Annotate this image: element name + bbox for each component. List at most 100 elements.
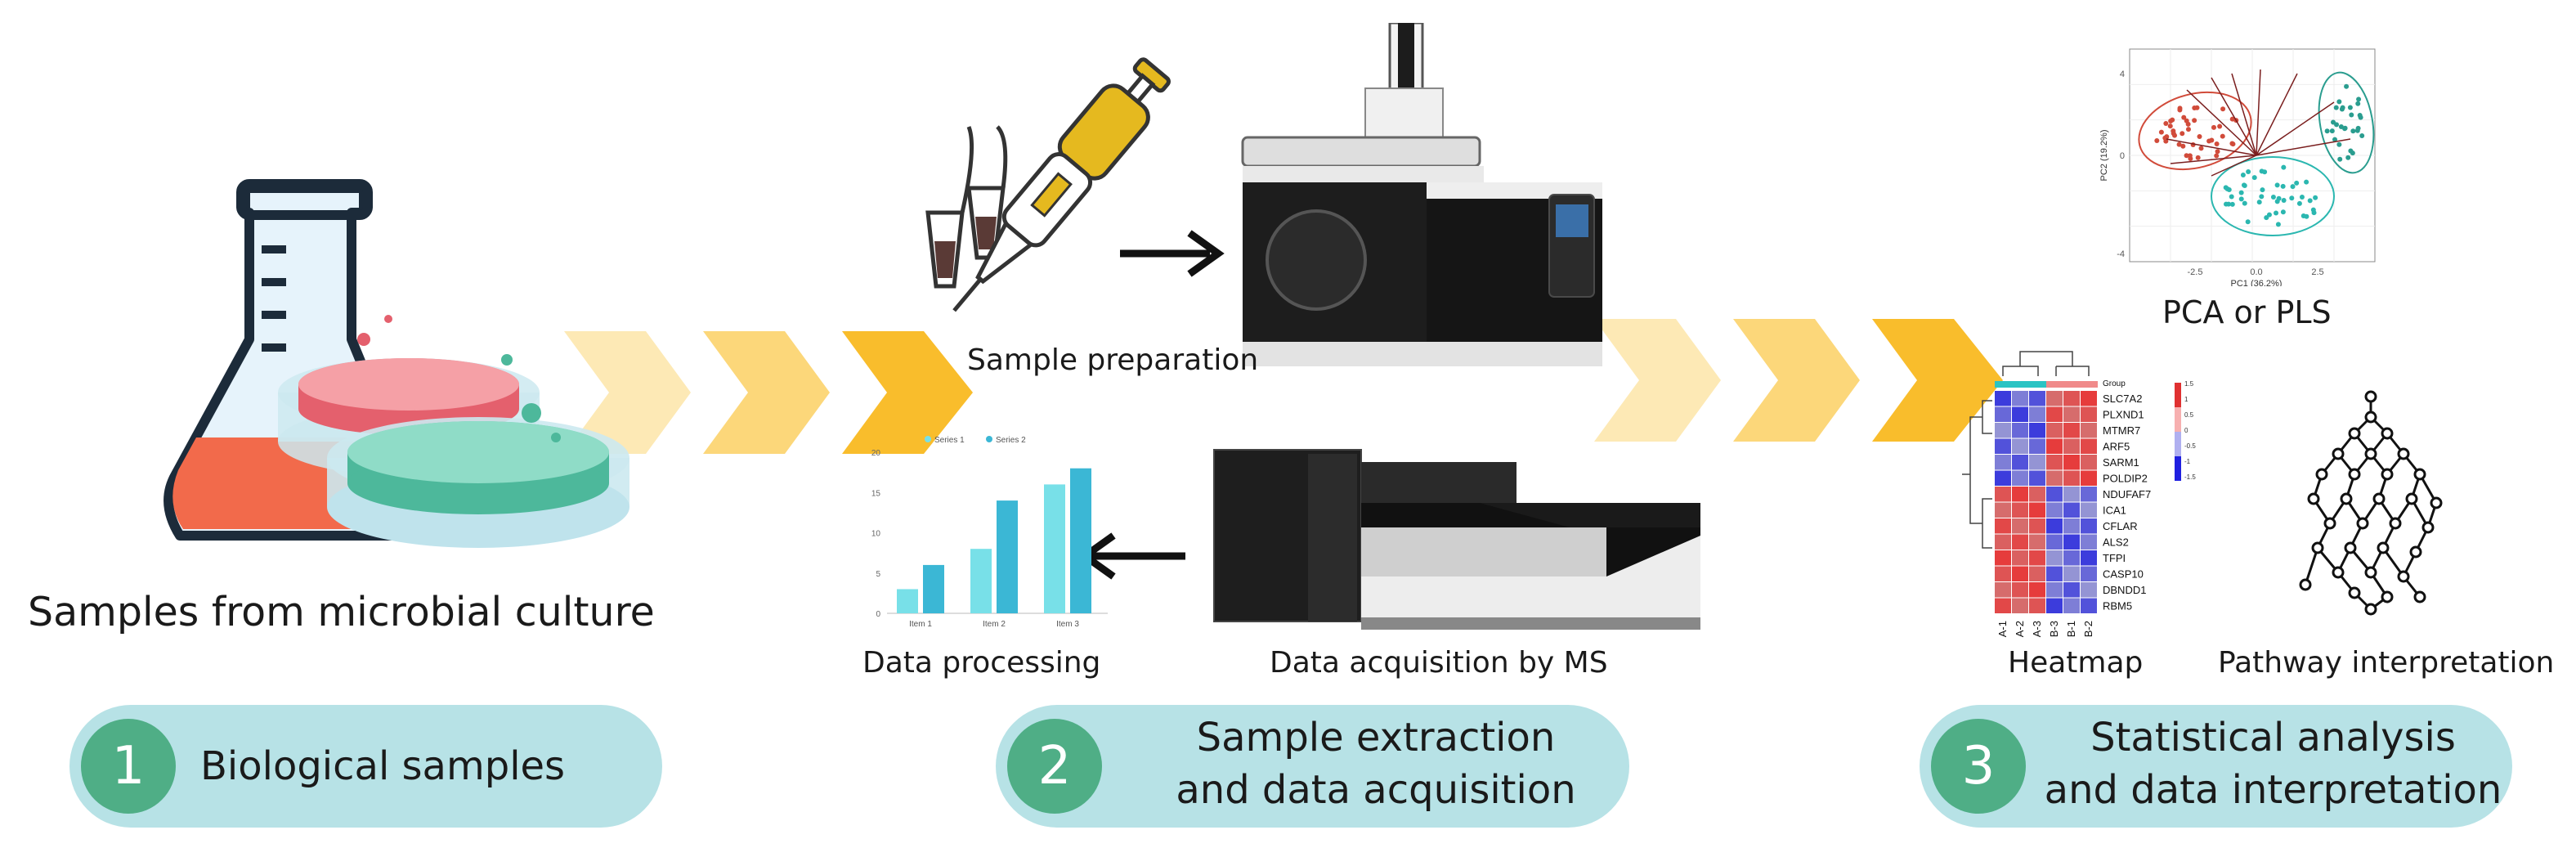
sample-label: B-1 xyxy=(2065,621,2077,637)
heatmap-cell xyxy=(2081,470,2097,486)
heatmap-cell xyxy=(2063,550,2080,566)
scatter-point xyxy=(2355,101,2361,106)
sample-label: A-3 xyxy=(2031,621,2043,637)
pathway-node xyxy=(2430,496,2443,509)
scatter-point xyxy=(2333,105,2339,110)
scatter-point xyxy=(2188,156,2193,162)
scatter-point xyxy=(2176,141,2182,147)
heatmap-cell xyxy=(2029,455,2045,470)
scatter-point xyxy=(2163,120,2169,126)
heatmap-cell xyxy=(2012,406,2028,422)
scatter-point xyxy=(2238,190,2244,195)
scatter-point xyxy=(2195,155,2201,160)
color-scale-step xyxy=(2175,461,2181,466)
loading-arrow xyxy=(2211,77,2257,156)
heatmap-cell xyxy=(2046,455,2063,470)
step-title: Sample extraction and data acquisition xyxy=(1176,715,1576,813)
label-heatmap: Heatmap xyxy=(2008,646,2144,680)
pathway-node xyxy=(2397,447,2410,460)
group-bar xyxy=(2046,381,2063,388)
scatter-point xyxy=(2180,131,2185,137)
label-data-acquisition: Data acquisition by MS xyxy=(1270,646,1608,680)
group-bar xyxy=(2063,381,2081,388)
x-tick-label: 2.5 xyxy=(2311,267,2323,277)
x-tick-label: Item 1 xyxy=(909,620,932,629)
pathway-node xyxy=(2364,566,2377,579)
chevron xyxy=(1594,319,1721,442)
y-tick-label: 0 xyxy=(876,610,880,619)
pathway-node xyxy=(2299,578,2312,591)
heatmap-cell xyxy=(2046,582,2063,598)
pathway-node xyxy=(2405,492,2418,505)
pathway-node xyxy=(2356,517,2369,530)
heatmap-cell xyxy=(2063,534,2080,550)
loading-arrow xyxy=(2170,155,2257,164)
chevron xyxy=(1733,319,1860,442)
scatter-point xyxy=(2184,118,2189,123)
label-sample-prep: Sample preparation xyxy=(967,343,1259,377)
pathway-node xyxy=(2377,541,2390,554)
heatmap-cell xyxy=(2081,550,2097,566)
step-number-badge: 1 xyxy=(81,719,176,814)
heatmap: GroupSLC7A2PLXND1MTMR7ARF5SARM1POLDIP2ND… xyxy=(1962,351,2196,637)
pathway-node xyxy=(2389,517,2402,530)
color-scale-step xyxy=(2175,442,2181,446)
step-pill-1: 1 Biological samples xyxy=(69,705,662,828)
gene-label: NDUFAF7 xyxy=(2103,488,2151,500)
heatmap-cell xyxy=(1995,438,2011,454)
scatter-point xyxy=(2270,194,2276,200)
x-tick-label: Item 2 xyxy=(983,620,1006,629)
scatter-point xyxy=(2336,141,2342,147)
heatmap-cell xyxy=(2012,518,2028,534)
color-scale-step xyxy=(2175,427,2181,432)
heatmap-cell xyxy=(2012,502,2028,518)
y-tick-label: 20 xyxy=(871,449,881,458)
heatmap-cell xyxy=(2029,438,2045,454)
sample-label: A-2 xyxy=(2014,621,2026,637)
color-scale-tick: 0.5 xyxy=(2184,411,2194,419)
scatter-point xyxy=(2215,149,2220,155)
bar xyxy=(970,549,992,613)
color-scale-step xyxy=(2175,407,2181,412)
loading-arrow xyxy=(2231,73,2257,156)
scatter-point xyxy=(2223,201,2229,207)
scatter-point xyxy=(2167,123,2173,129)
pathway-edge xyxy=(2304,547,2319,586)
heatmap-cell xyxy=(2012,582,2028,598)
scatter-point xyxy=(2198,146,2204,151)
bar xyxy=(1070,468,1091,613)
scatter-point xyxy=(2241,182,2247,188)
pathway-node xyxy=(2364,390,2377,403)
pathway-node xyxy=(2409,545,2422,559)
label-data-processing: Data processing xyxy=(862,646,1101,680)
pathway-node xyxy=(2381,427,2394,440)
chevron xyxy=(1872,319,2003,442)
step-pill-3: 3 Statistical analysis and data interpre… xyxy=(1920,705,2512,828)
heatmap-cell xyxy=(2063,487,2080,502)
scatter-point xyxy=(2347,105,2353,110)
cluster-ellipse xyxy=(2211,156,2335,236)
color-scale-step xyxy=(2175,432,2181,437)
color-scale-step xyxy=(2175,451,2181,456)
heatmap-cell xyxy=(2063,406,2080,422)
scatter-point xyxy=(2334,122,2340,128)
heatmap-cell xyxy=(2063,423,2080,438)
heatmap-cell xyxy=(2029,470,2045,486)
dendrogram-top xyxy=(2002,351,2090,376)
heatmap-cell xyxy=(1995,582,2011,598)
scatter-point xyxy=(2266,212,2272,218)
gene-label: SARM1 xyxy=(2103,456,2139,469)
step-number-badge: 3 xyxy=(1931,719,2026,814)
label-pca: PCA or PLS xyxy=(2162,294,2332,330)
color-scale-step xyxy=(2175,437,2181,442)
pathway-node xyxy=(2332,566,2345,579)
heatmap-cell xyxy=(2046,534,2063,550)
heatmap-cell xyxy=(2046,598,2063,613)
heatmap-cell xyxy=(2081,487,2097,502)
heatmap-cell xyxy=(2029,406,2045,422)
heatmap-cell xyxy=(2046,487,2063,502)
heatmap-cell xyxy=(2029,423,2045,438)
heatmap-cell xyxy=(2029,518,2045,534)
